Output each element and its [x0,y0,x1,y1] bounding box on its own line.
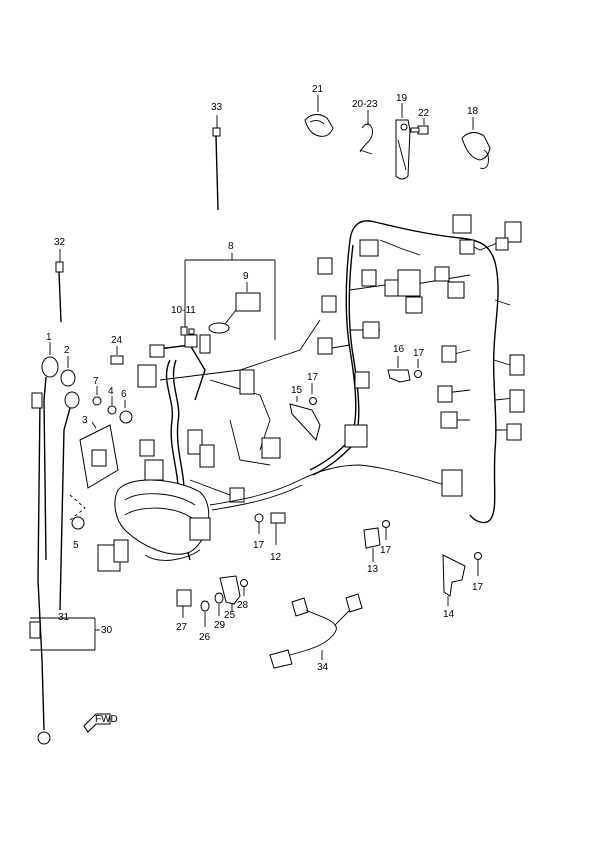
callout-1: 1 [46,332,52,343]
part-18-clamp [461,117,491,169]
part-8-bracket [184,253,276,340]
part-17-bolt-a [414,359,422,378]
callout-14: 14 [443,609,455,620]
callout-5: 5 [73,540,79,551]
part-9-connector-cap [208,282,261,334]
callout-12: 12 [270,552,282,563]
callout-31: 31 [58,612,70,623]
callout-19: 19 [396,93,408,104]
part-28-screw [240,579,248,596]
part-22-bolt [410,118,429,135]
callout-2: 2 [64,345,70,356]
part-34-sub-harness [269,593,363,669]
callout-17-d: 17 [380,545,392,556]
part-16-bracket [387,356,411,383]
part-15-bracket [289,396,321,442]
callout-15: 15 [291,385,303,396]
part-17-bolt-b [309,383,317,405]
part-25-plate [219,575,241,612]
callout-10-11: 10-11 [171,305,196,316]
callout-27: 27 [176,622,188,633]
callout-25: 25 [224,610,236,621]
part-33-cable-tie [212,115,221,211]
part-20-23-clip [359,110,373,155]
callout-16: 16 [393,344,405,355]
part-17-bolt-c [254,513,264,534]
callout-9: 9 [243,271,249,282]
part-12-bracket [270,512,286,545]
callout-20-23: 20-23 [352,99,378,110]
callout-30: 30 [101,625,113,636]
callout-3: 3 [82,415,88,426]
callout-6: 6 [121,389,127,400]
part-29-washer [214,592,224,616]
callout-24: 24 [111,335,123,346]
callout-29: 29 [214,620,226,631]
part-26-grommet [200,600,210,627]
battery-cable-ground [29,579,51,745]
part-32-cable-tie [55,249,64,323]
part-17-bolt-d [382,520,390,540]
callout-17-c: 17 [253,540,265,551]
fwd-arrow-icon: FWD [83,713,118,733]
callout-7: 7 [93,376,99,387]
callout-32: 32 [54,237,66,248]
callout-17-a: 17 [413,348,425,359]
injector-harness [209,214,525,524]
part-4-screw [107,396,117,415]
callout-28: 28 [237,600,249,611]
callout-26: 26 [199,632,211,643]
part-7-screw [92,386,102,406]
callout-8: 8 [228,241,234,252]
part-3-fuse-holder [79,421,119,489]
callout-22: 22 [418,108,430,119]
part-1-battery-terminal [41,342,59,561]
part-24-relay [110,346,124,365]
part-6-grommet [119,400,133,424]
callout-17-b: 17 [307,372,319,383]
callout-34: 34 [317,662,329,673]
callout-4: 4 [108,386,114,397]
part-10-11-terminal [180,316,195,336]
part-19-bracket [395,103,411,180]
part-2-terminal-cover [60,356,76,387]
fwd-label: FWD [95,714,118,725]
part-21-clamp [304,95,334,137]
main-wiring-harness [97,319,321,572]
part-17-bolt-e [474,552,482,576]
part-13-bracket [363,527,381,562]
part-27-cap [176,589,192,618]
callout-13: 13 [367,564,379,575]
battery-cable-positive [31,391,80,611]
callout-33: 33 [211,102,223,113]
callout-17-e: 17 [472,582,484,593]
part-14-bracket [442,554,466,606]
callout-18: 18 [467,106,479,117]
callout-21: 21 [312,84,324,95]
part-5-grommet [69,494,86,530]
